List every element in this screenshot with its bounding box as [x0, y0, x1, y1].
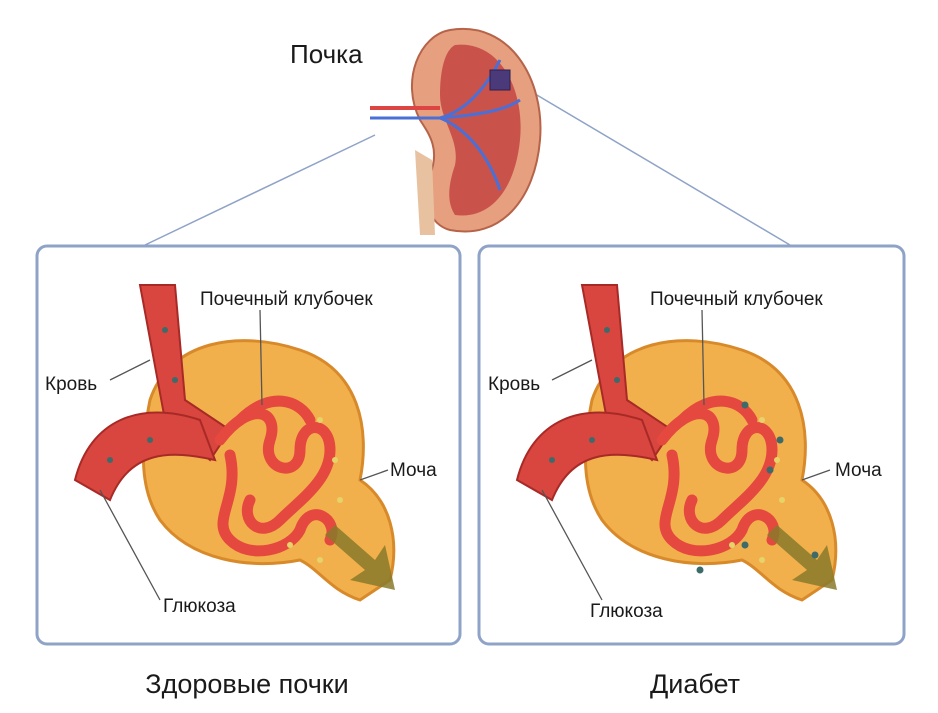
- connector-line-left: [144, 134, 376, 246]
- glucose-dots-in-urine: [696, 401, 819, 574]
- glomerulus-label: Почечный клубочек: [200, 289, 373, 310]
- urine-label: Моча: [835, 460, 882, 481]
- blood-label: Кровь: [488, 374, 540, 395]
- kidney-illustration: [370, 27, 542, 235]
- connector-line-right: [519, 84, 791, 246]
- kidney-title: Почка: [290, 39, 363, 69]
- glucose-label: Глюкоза: [163, 596, 236, 617]
- zoom-region-marker: [489, 69, 511, 91]
- glucose-label: Глюкоза: [590, 601, 663, 622]
- blood-label: Кровь: [45, 374, 97, 395]
- diabetes-caption: Диабет: [650, 669, 740, 699]
- healthy-caption: Здоровые почки: [145, 669, 348, 699]
- urine-label: Моча: [390, 460, 437, 481]
- glomerulus-label: Почечный клубочек: [650, 289, 823, 310]
